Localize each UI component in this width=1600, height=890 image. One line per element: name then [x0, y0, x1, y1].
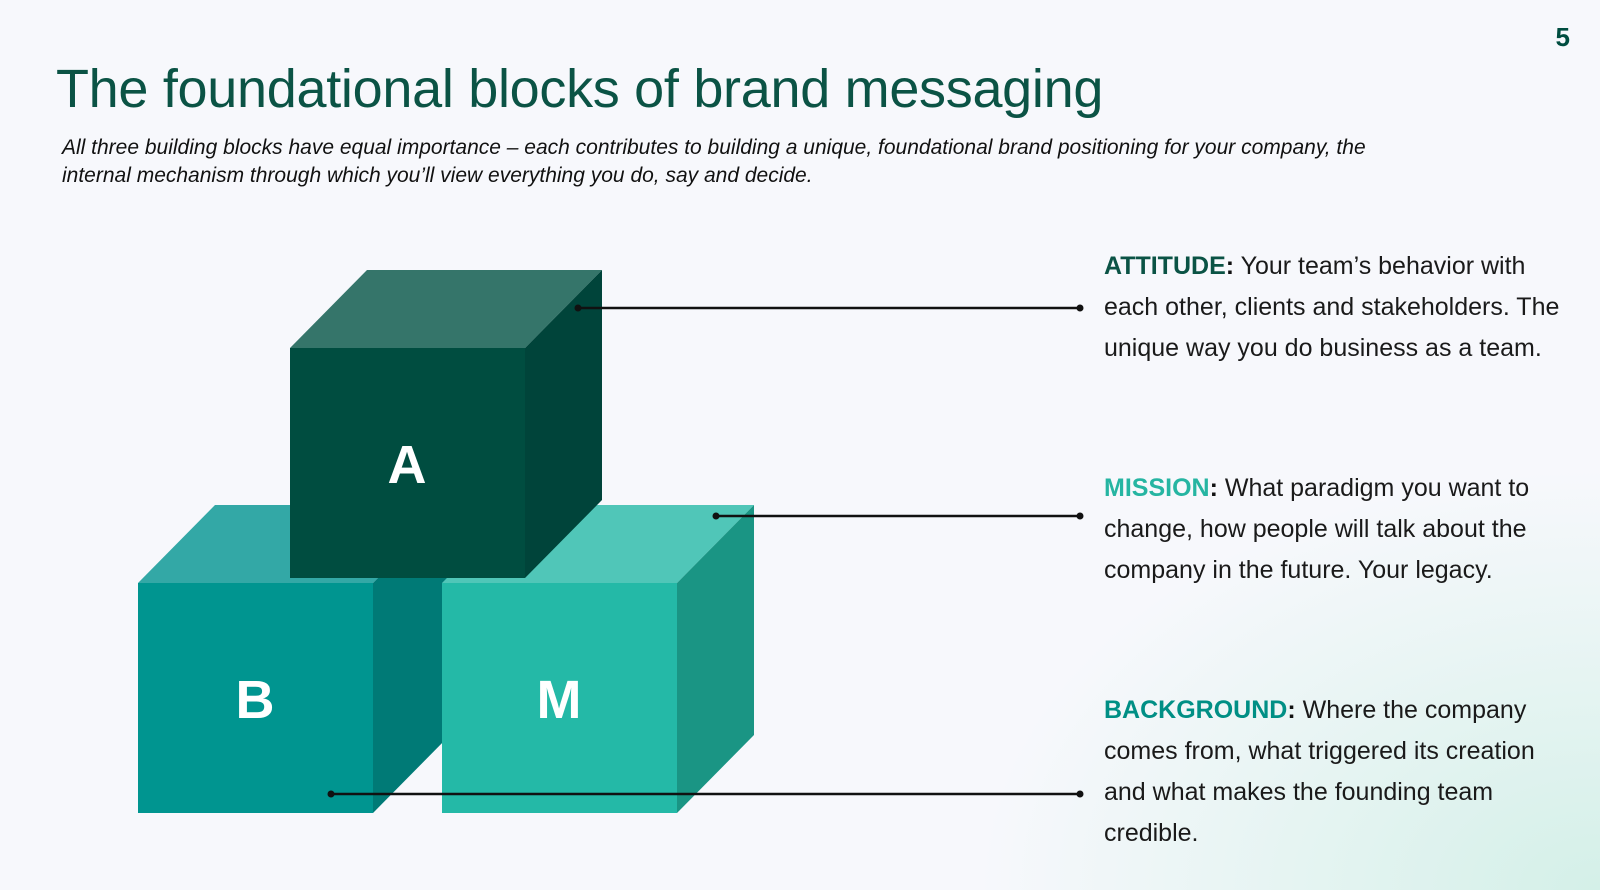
block-a: A: [290, 270, 602, 578]
background-colon: :: [1287, 696, 1296, 724]
background-text: Where the company comes from, what trigg…: [1104, 696, 1535, 847]
block-m-letter: M: [537, 670, 582, 730]
block-m-front-face: [442, 583, 677, 813]
page-title: The foundational blocks of brand messagi…: [56, 59, 1104, 119]
connector-attitude: [574, 304, 1084, 312]
page-subtitle: All three building blocks have equal imp…: [62, 136, 1366, 187]
block-b-front-face: [138, 583, 373, 813]
block-a-side-face: [525, 270, 602, 578]
attitude-term: ATTITUDE: [1104, 252, 1226, 280]
block-a-letter: A: [388, 435, 427, 495]
background-description: BACKGROUND: Where the company comes from…: [1104, 690, 1574, 854]
block-b-side-face: [373, 505, 450, 813]
block-a-top-face: [290, 270, 602, 348]
mission-text: What paradigm you want to change, how pe…: [1104, 474, 1530, 584]
block-b-letter: B: [236, 670, 275, 730]
building-blocks-diagram: B M A: [138, 270, 1084, 813]
mission-term: MISSION: [1104, 474, 1210, 502]
attitude-colon: :: [1225, 252, 1235, 280]
connector-background: [327, 790, 1084, 798]
connector-mission: [712, 512, 1084, 520]
page-number: 5: [1555, 22, 1570, 52]
block-m-side-face: [677, 505, 754, 813]
block-b: B: [138, 505, 450, 813]
attitude-text: Your team’s behavior with each other, cl…: [1104, 252, 1560, 362]
mission-colon: :: [1209, 474, 1218, 502]
attitude-description: ATTITUDE: Your team’s behavior with each…: [1104, 246, 1574, 369]
background-term: BACKGROUND: [1104, 696, 1288, 724]
block-a-front-face: [290, 348, 525, 578]
mission-description: MISSION: What paradigm you want to chang…: [1104, 468, 1574, 591]
